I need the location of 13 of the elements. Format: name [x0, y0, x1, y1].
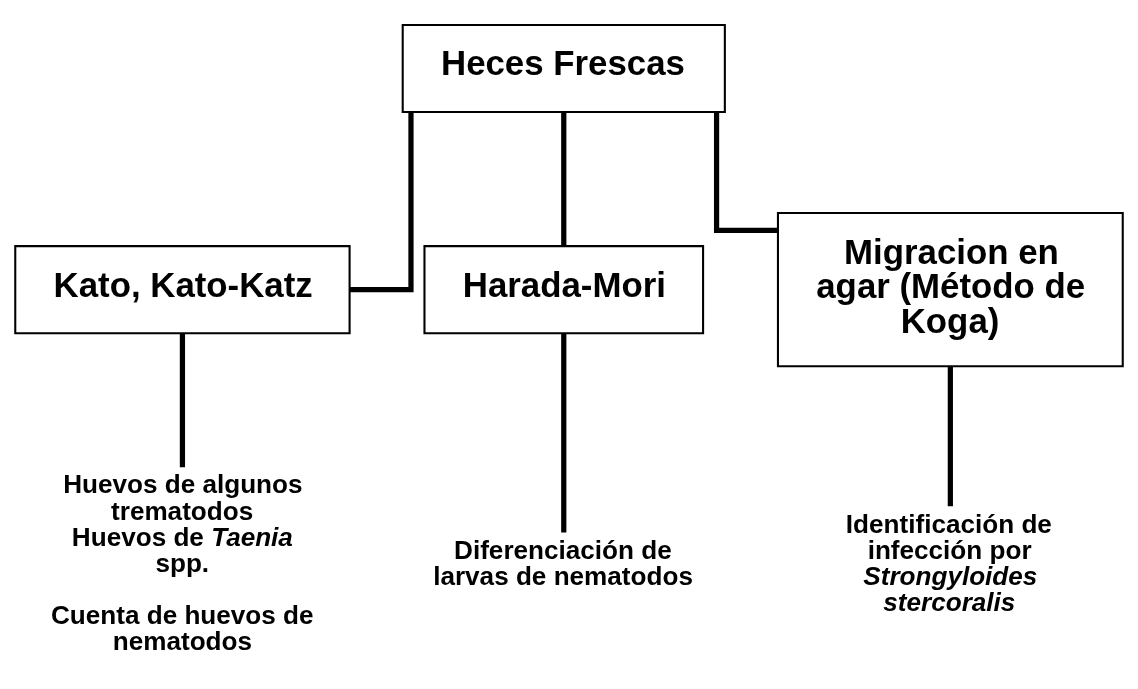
node-box: Kato, Kato-Katz [14, 245, 351, 335]
node-box: Heces Frescas [401, 23, 726, 114]
connector [561, 333, 567, 533]
connector [179, 333, 186, 468]
node-text: Identificación de infección por Strongyloides stercoralis [845, 508, 1052, 617]
connector [349, 112, 414, 293]
connector [947, 366, 953, 507]
node-box: Harada-Mori [423, 245, 705, 335]
node-box: Migracion en agar (Método de Koga) [776, 212, 1124, 368]
connector [713, 112, 778, 234]
connector [561, 112, 567, 247]
node-text: Diferenciación de larvas de nematodos [433, 534, 693, 591]
node-text: Huevos de algunos trematodos Huevos de Taenia spp. Cuenta de huevos de nematodos [50, 469, 314, 657]
